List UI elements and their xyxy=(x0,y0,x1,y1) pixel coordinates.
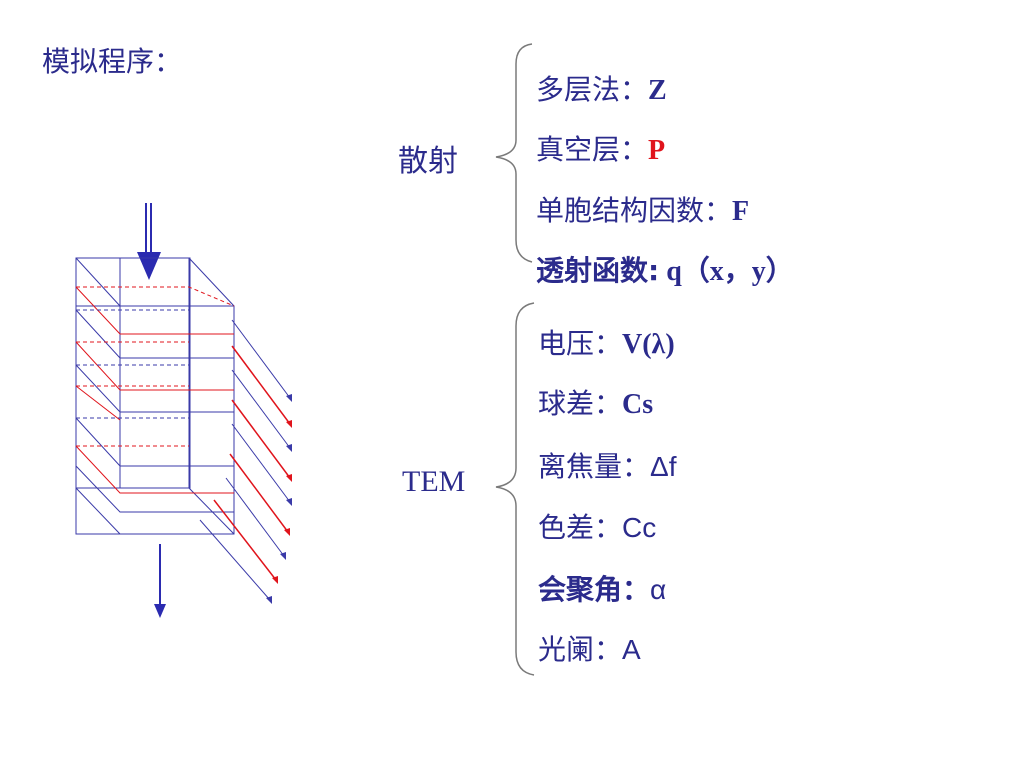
scatter-item-symbol: Z xyxy=(648,75,667,106)
scatter-item-prefix: 真空层： xyxy=(536,133,649,166)
diffracted-rays xyxy=(199,319,292,604)
scatter-item-multislice: 多层法：Z xyxy=(536,72,667,109)
tem-item-aperture: 光阑：A xyxy=(538,632,641,668)
tem-item-convergence-angle: 会聚角：α xyxy=(538,572,666,608)
tem-item-prefix: 电压： xyxy=(538,327,623,360)
tem-item-chromatic-aberration: 色差：Cc xyxy=(538,510,656,546)
tem-item-symbol: V(λ) xyxy=(622,329,675,360)
page-title: 模拟程序： xyxy=(42,45,183,78)
scatter-group-label: 散射 xyxy=(398,145,458,178)
scatter-item-transmission-function: 透射函数: q（x，y） xyxy=(536,253,794,290)
tem-item-prefix: 球差： xyxy=(538,387,623,420)
scatter-item-prefix: 多层法： xyxy=(536,73,649,106)
multislice-crystal-diagram xyxy=(75,257,292,604)
scatter-item-symbol: F xyxy=(732,196,750,227)
scatter-item-symbol: P xyxy=(648,135,666,166)
scatter-brace-icon xyxy=(495,43,533,263)
scatter-item-prefix: 透射函数: xyxy=(536,254,660,287)
tem-item-prefix: 离焦量： xyxy=(538,450,651,483)
tem-brace-icon xyxy=(495,302,535,676)
slice-layers xyxy=(75,286,235,513)
tem-item-symbol: α xyxy=(650,574,667,605)
tem-item-symbol: Cs xyxy=(622,389,654,420)
scatter-item-vacuum-layer: 真空层：P xyxy=(536,132,665,169)
tem-item-prefix: 会聚角： xyxy=(538,573,651,606)
tem-item-symbol: Cc xyxy=(622,512,657,543)
tem-item-symbol: Δf xyxy=(650,451,677,482)
tem-item-prefix: 光阑： xyxy=(538,633,623,666)
tem-item-symbol: A xyxy=(622,634,641,665)
tem-item-prefix: 色差： xyxy=(538,511,623,544)
scatter-item-symbol: q（x，y） xyxy=(659,256,794,287)
incident-beam-arrow-icon xyxy=(137,203,161,280)
scatter-item-prefix: 单胞结构因数： xyxy=(536,194,733,227)
scatter-item-structure-factor: 单胞结构因数：F xyxy=(536,193,749,230)
tem-item-defocus: 离焦量：Δf xyxy=(538,449,677,485)
transmitted-beam-arrow-icon xyxy=(154,544,166,618)
tem-item-voltage: 电压：V(λ) xyxy=(538,326,675,363)
tem-item-spherical-aberration: 球差：Cs xyxy=(538,386,653,423)
tem-group-label: TEM xyxy=(402,465,466,498)
